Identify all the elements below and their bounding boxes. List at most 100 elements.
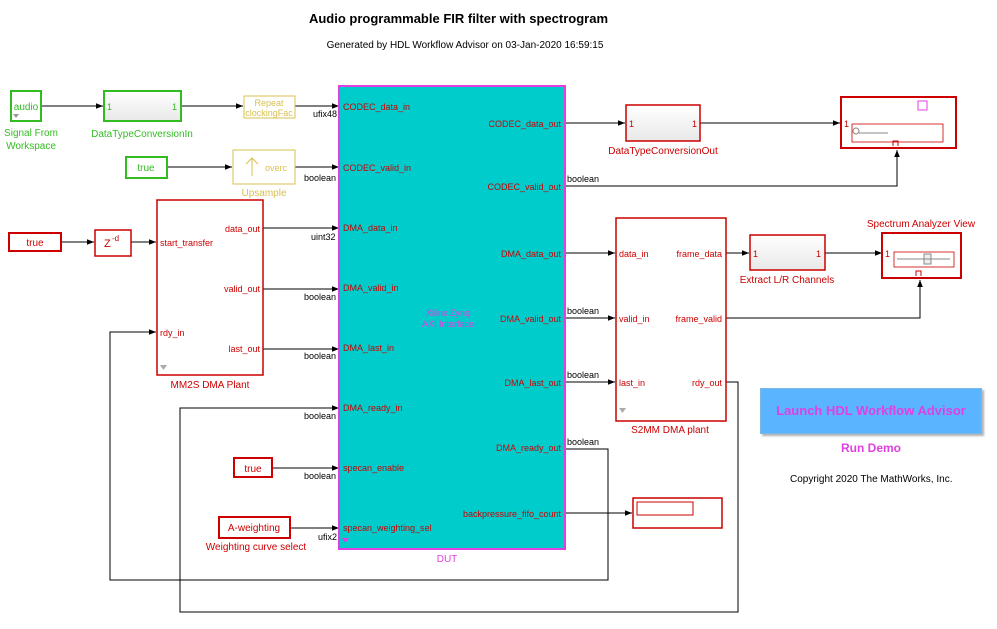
signal-label-ufix2: ufix2 (318, 532, 337, 542)
delay-text: Z (104, 238, 111, 250)
signal-label-boolean: boolean (304, 411, 336, 421)
constant-value: true (137, 163, 155, 174)
delay-block[interactable]: Z -d (94, 229, 132, 257)
backpressure-display-block[interactable] (632, 497, 723, 529)
signal-label-uint32: uint32 (311, 232, 336, 242)
dut-label: DUT (437, 554, 458, 565)
signal-label-boolean: boolean (567, 370, 599, 380)
weighting-curve-select-label: Weighting curve select (206, 542, 307, 553)
dut-port-codec-data-in: CODEC_data_in (343, 102, 410, 112)
s2mm-port-data-in: data_in (619, 249, 649, 259)
down-arrow-icon (342, 538, 349, 543)
weighting-value: A-weighting (228, 523, 280, 534)
constant-value: true (244, 464, 262, 475)
dut-port-codec-data-out: CODEC_data_out (488, 119, 561, 129)
dut-port-specan-enable: specan_enable (343, 463, 404, 473)
dut-port-dma-ready-in: DMA_ready_in (343, 403, 403, 413)
down-arrow-icon (160, 365, 167, 370)
signal-label-boolean: boolean (304, 292, 336, 302)
signal-label-ufix48: ufix48 (313, 109, 337, 119)
slider-knob-icon (852, 127, 860, 135)
audio-output-block[interactable]: 1 (840, 96, 957, 149)
s2mm-port-valid-in: valid_in (619, 314, 650, 324)
port-number: 1 (844, 119, 849, 129)
port-number: 1 (885, 249, 890, 259)
dut-block[interactable]: CODEC_data_in CODEC_valid_in DMA_data_in… (338, 85, 566, 565)
delay-exponent: -d (112, 234, 119, 243)
signal-label-boolean: boolean (567, 174, 599, 184)
mm2s-port-last-out: last_out (228, 344, 260, 354)
s2mm-port-frame-data: frame_data (676, 249, 722, 259)
model-title: Audio programmable FIR filter with spect… (308, 11, 609, 26)
port-number: 1 (629, 119, 634, 129)
upsample-text: overc (265, 163, 288, 173)
dut-port-dma-valid-out: DMA_valid_out (500, 314, 562, 324)
pulse-icon (892, 140, 899, 146)
repeat-block[interactable]: Repeat clockingFac (243, 95, 296, 119)
dut-port-dma-data-out: DMA_data_out (501, 249, 562, 259)
constant-true-block[interactable]: true (125, 156, 168, 179)
mm2s-port-valid-out: valid_out (224, 284, 261, 294)
signal-label-boolean: boolean (567, 437, 599, 447)
signal-from-workspace-text: audio (14, 102, 39, 113)
dut-port-dma-last-out: DMA_last_out (504, 378, 561, 388)
data-type-conversion-in-block[interactable]: 1 1 DataTypeConversionIn (91, 90, 193, 140)
signal-label-boolean: boolean (304, 471, 336, 481)
s2mm-dma-plant-block[interactable]: data_in valid_in last_in frame_data fram… (615, 217, 727, 436)
constant-value: true (26, 238, 44, 249)
dut-center-text: Xilinx Zynq (426, 308, 470, 318)
port-number: 1 (816, 249, 821, 259)
generated-note: Generated by HDL Workflow Advisor on 03-… (326, 40, 604, 51)
extract-channels-block[interactable]: 1 1 Extract L/R Channels (740, 234, 835, 286)
data-type-conversion-in-label: DataTypeConversionIn (91, 129, 193, 140)
weighting-curve-select-block[interactable]: A-weighting Weighting curve select (206, 516, 307, 553)
signal-from-workspace-label: Workspace (6, 141, 56, 152)
s2mm-port-last-in: last_in (619, 378, 645, 388)
dut-port-dma-valid-in: DMA_valid_in (343, 283, 399, 293)
dut-port-backpressure-fifo-count: backpressure_fifo_count (463, 509, 562, 519)
signal-from-workspace-label: Signal From (4, 128, 58, 139)
signal-label-boolean: boolean (304, 173, 336, 183)
port-number: 1 (692, 119, 697, 129)
dut-port-codec-valid-out: CODEC_valid_out (487, 182, 561, 192)
dut-port-specan-weighting-sel: specan_weighting_sel (343, 523, 432, 533)
upsample-block[interactable]: overc Upsample (232, 149, 296, 199)
mm2s-dma-plant-block[interactable]: start_transfer rdy_in data_out valid_out… (156, 199, 264, 391)
repeat-text: clockingFac (245, 108, 293, 118)
signal-from-workspace-block[interactable]: audio Signal From Workspace (4, 90, 58, 152)
s2mm-dma-plant-label: S2MM DMA plant (631, 425, 709, 436)
run-demo-link[interactable]: Run Demo (841, 441, 901, 455)
dut-port-dma-ready-out: DMA_ready_out (496, 443, 562, 453)
up-arrow-icon (245, 157, 259, 176)
signal-lines (41, 103, 923, 613)
port-number: 1 (172, 102, 177, 112)
upsample-label: Upsample (241, 188, 286, 199)
spectrum-analyzer-block[interactable]: Spectrum Analyzer View 1 (867, 219, 976, 279)
mm2s-port-data-out: data_out (225, 224, 261, 234)
copyright-text: Copyright 2020 The MathWorks, Inc. (790, 474, 953, 485)
data-type-conversion-out-block[interactable]: 1 1 DataTypeConversionOut (608, 104, 718, 157)
constant-true-block[interactable]: true (8, 232, 62, 252)
port-number: 1 (753, 249, 758, 259)
dut-port-dma-data-in: DMA_data_in (343, 223, 398, 233)
signal-label-boolean: boolean (567, 306, 599, 316)
dut-port-codec-valid-in: CODEC_valid_in (343, 163, 411, 173)
data-type-conversion-out-label: DataTypeConversionOut (608, 146, 718, 157)
mm2s-port-rdy-in: rdy_in (160, 328, 185, 338)
extract-channels-label: Extract L/R Channels (740, 275, 835, 286)
s2mm-port-rdy-out: rdy_out (692, 378, 723, 388)
down-arrow-icon (13, 114, 19, 118)
checkbox-icon (917, 100, 928, 111)
mm2s-port-start-transfer: start_transfer (160, 238, 213, 248)
repeat-text: Repeat (254, 98, 284, 108)
constant-true-block[interactable]: true (233, 457, 273, 478)
launch-hdl-workflow-advisor-button[interactable]: Launch HDL Workflow Advisor (760, 388, 982, 434)
dut-port-dma-last-in: DMA_last_in (343, 343, 394, 353)
spectrum-analyzer-label: Spectrum Analyzer View (867, 219, 976, 230)
signal-type-labels: ufix48 boolean uint32 boolean boolean bo… (304, 109, 599, 542)
dut-center-text: AXI Interface (422, 319, 474, 329)
mm2s-dma-plant-label: MM2S DMA Plant (171, 380, 250, 391)
signal-label-boolean: boolean (304, 351, 336, 361)
pulse-icon (915, 270, 922, 276)
